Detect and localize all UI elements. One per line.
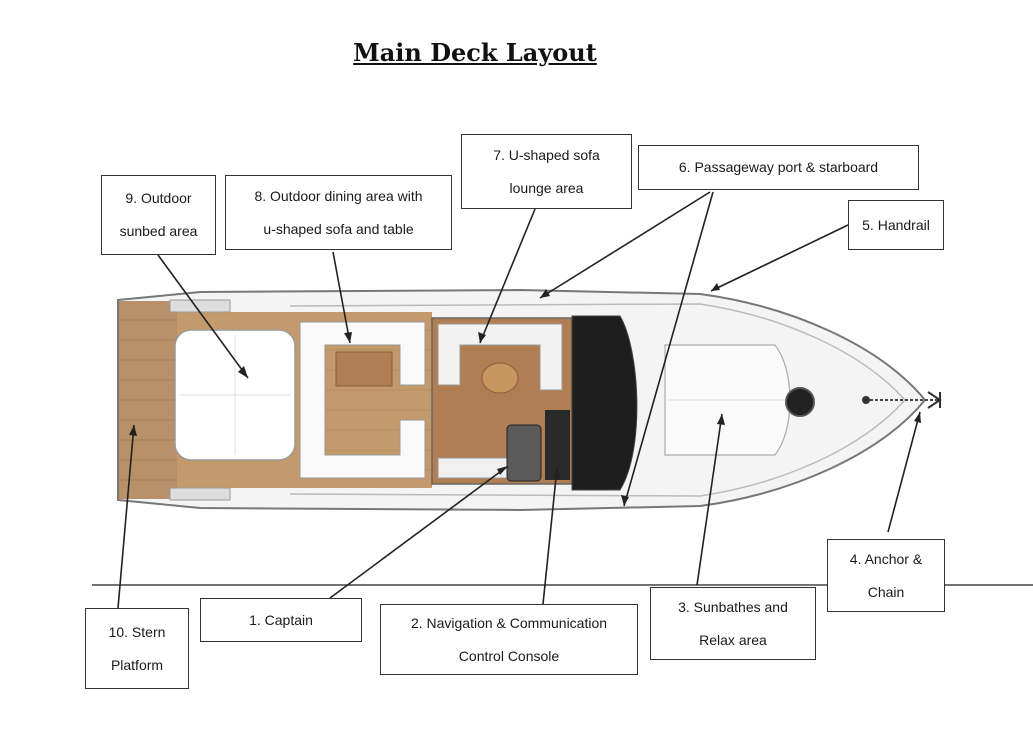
callout-label: 5. Handrail: [862, 216, 930, 233]
callout-dining-area: 8. Outdoor dining area with u-shaped sof…: [225, 175, 452, 250]
callout-label: Control Console: [458, 647, 560, 664]
callout-label: sunbed area: [119, 223, 198, 239]
callout-label: 10. Stern: [108, 623, 166, 640]
callout-label: Platform: [110, 656, 164, 673]
callout-sunbathe-area: 3. Sunbathes and Relax area: [650, 587, 816, 660]
callout-label: 7. U-shaped sofa: [493, 146, 600, 163]
callout-sunbed-area: 9. Outdoor sunbed area: [101, 175, 216, 255]
callout-passageway: 6. Passageway port & starboard: [638, 145, 919, 190]
callout-label: 1. Captain: [249, 611, 313, 628]
port-steps: [169, 299, 231, 313]
callout-captain: 1. Captain: [200, 598, 362, 642]
callout-label: u-shaped sofa and table: [263, 220, 414, 237]
anchor-shape: [927, 391, 942, 409]
callout-anchor-chain: 4. Anchor & Chain: [827, 539, 945, 612]
callout-label: 9. Outdoor: [125, 190, 192, 206]
dining-sofa-shape: [299, 321, 426, 479]
stern-teak-lines: [119, 319, 177, 481]
callout-label: 4. Anchor &: [849, 550, 923, 567]
lounge-sofa-shape: [437, 323, 563, 391]
leader-lines: [117, 191, 921, 609]
callout-sofa-lounge: 7. U-shaped sofa lounge area: [461, 134, 632, 209]
starboard-steps: [169, 487, 231, 501]
windscreen-shape: [571, 315, 638, 491]
leader-arrowheads: [129, 283, 921, 506]
galley-counter: [437, 457, 509, 479]
deck-hatch-shape: [785, 387, 815, 417]
callout-control-console: 2. Navigation & Communication Control Co…: [380, 604, 638, 675]
captain-seat-shape: [506, 424, 542, 482]
callout-handrail: 5. Handrail: [848, 200, 944, 250]
anchor-windlass-shape: [862, 396, 870, 404]
dining-table-shape: [335, 351, 393, 387]
callout-label: Relax area: [699, 631, 767, 648]
page-title: Main Deck Layout: [353, 38, 597, 67]
callout-label: Chain: [867, 583, 905, 600]
callout-label: 2. Navigation & Communication: [410, 614, 608, 631]
callout-label: lounge area: [509, 179, 584, 196]
callout-label: 3. Sunbathes and: [678, 598, 788, 615]
saloon-table-shape: [481, 362, 519, 394]
callout-label: 8. Outdoor dining area with: [254, 187, 423, 204]
callout-stern-platform: 10. Stern Platform: [85, 608, 189, 689]
callout-label: 6. Passageway port & starboard: [678, 159, 879, 175]
